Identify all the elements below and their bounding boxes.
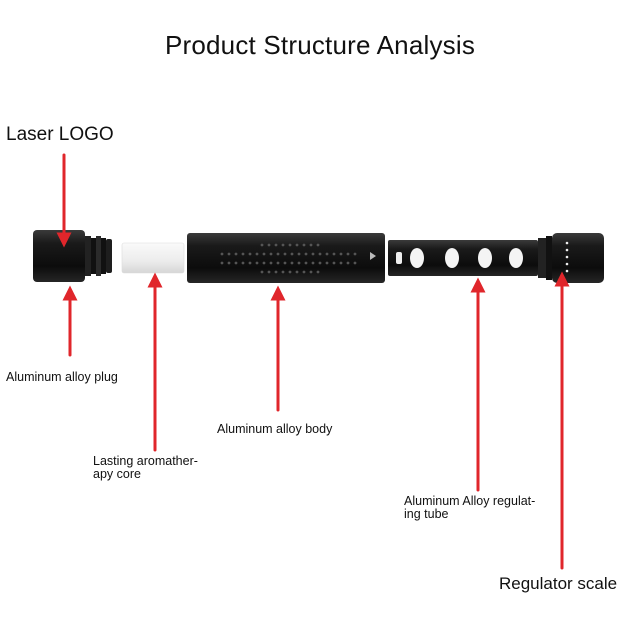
vent-hole	[309, 243, 313, 247]
vent-hole	[276, 261, 280, 265]
vent-hole	[283, 261, 287, 265]
vent-hole	[297, 252, 301, 256]
vent-hole	[332, 252, 336, 256]
vent-hole	[220, 261, 224, 265]
label-core-line1: Lasting aromather-	[93, 454, 198, 468]
vent-hole	[325, 261, 329, 265]
vent-hole	[241, 261, 245, 265]
vent-hole	[353, 261, 357, 265]
aromatherapy-core-part	[121, 242, 185, 274]
label-body: Aluminum alloy body	[217, 422, 333, 436]
vent-hole	[262, 261, 266, 265]
vent-hole	[281, 243, 285, 247]
vent-hole	[346, 252, 350, 256]
vent-hole	[295, 270, 299, 274]
vent-hole	[248, 261, 252, 265]
vent-hole	[316, 270, 320, 274]
vent-hole	[304, 252, 308, 256]
label-laser-logo: Laser LOGO	[6, 124, 114, 145]
vent-hole	[311, 261, 315, 265]
vent-hole	[276, 252, 280, 256]
aluminum-plug-part	[33, 230, 112, 282]
vent-hole	[267, 243, 271, 247]
vent-hole	[288, 270, 292, 274]
vent-hole	[339, 261, 343, 265]
vent-hole	[248, 252, 252, 256]
vent-hole	[274, 270, 278, 274]
diagram-title: Product Structure Analysis	[164, 30, 476, 60]
label-tube: Aluminum Alloy regulat- ing tube	[404, 495, 535, 521]
label-tube-line2: ing tube	[404, 507, 449, 521]
label-plug: Aluminum alloy plug	[6, 370, 118, 384]
vent-hole	[234, 252, 238, 256]
vent-hole	[332, 261, 336, 265]
vent-hole	[262, 252, 266, 256]
vent-hole	[274, 243, 278, 247]
vent-hole	[346, 261, 350, 265]
vent-hole	[302, 270, 306, 274]
vent-hole	[260, 270, 264, 274]
vent-hole	[255, 252, 259, 256]
vent-hole	[288, 243, 292, 247]
vent-hole	[339, 252, 343, 256]
vent-hole	[353, 252, 357, 256]
vent-hole	[302, 243, 306, 247]
vent-hole	[227, 261, 231, 265]
vent-hole	[311, 252, 315, 256]
label-scale: Regulator scale	[499, 574, 618, 593]
vent-hole	[309, 270, 313, 274]
vent-hole	[290, 252, 294, 256]
label-tube-line1: Aluminum Alloy regulat-	[404, 494, 536, 508]
vent-hole	[260, 243, 264, 247]
aluminum-body-part	[187, 233, 385, 283]
label-core-line2: apy core	[93, 467, 141, 481]
vent-hole	[304, 261, 308, 265]
vent-hole	[241, 252, 245, 256]
vent-hole	[269, 252, 273, 256]
vent-hole	[295, 243, 299, 247]
vent-hole	[318, 261, 322, 265]
vent-hole	[234, 261, 238, 265]
regulator-scale-part	[552, 233, 604, 283]
vent-hole	[227, 252, 231, 256]
vent-hole	[267, 270, 271, 274]
vent-hole	[281, 270, 285, 274]
vent-hole	[290, 261, 294, 265]
vent-hole	[297, 261, 301, 265]
vent-hole	[220, 252, 224, 256]
vent-hole	[318, 252, 322, 256]
label-core: Lasting aromather- apy core	[93, 455, 198, 481]
vent-hole	[325, 252, 329, 256]
vent-hole	[316, 243, 320, 247]
vent-hole	[269, 261, 273, 265]
vent-hole	[255, 261, 259, 265]
vent-hole	[283, 252, 287, 256]
regulating-tube-part	[388, 236, 552, 280]
